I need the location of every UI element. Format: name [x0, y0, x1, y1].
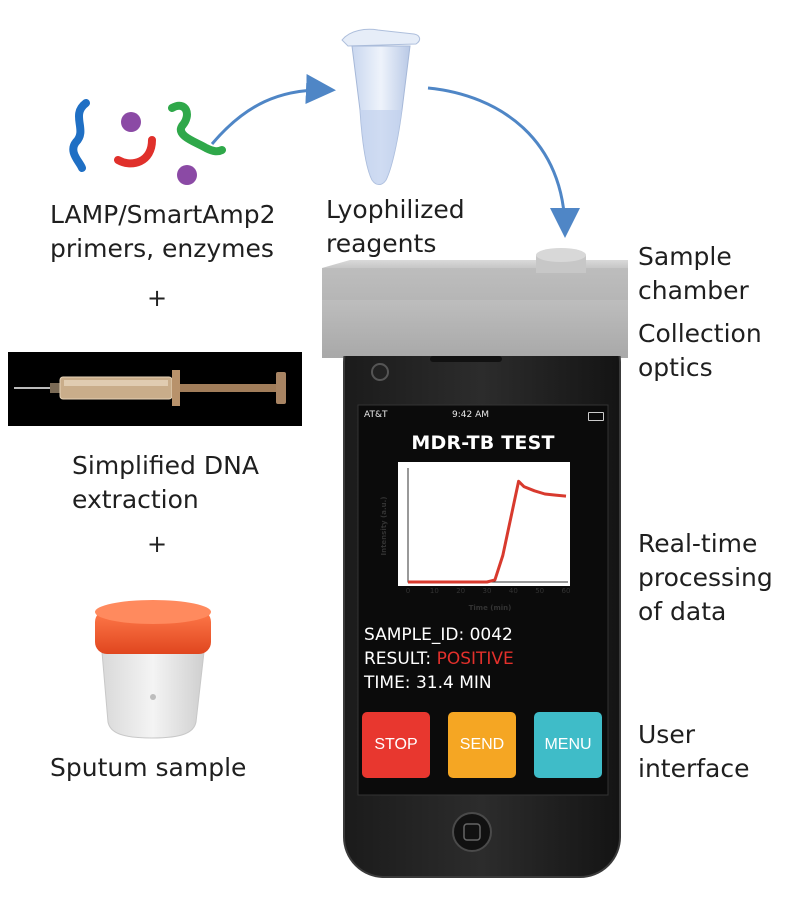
plus-sign-2: + — [147, 530, 168, 558]
extraction-label-line1: Simplified DNA — [72, 451, 259, 480]
smartphone — [322, 300, 628, 878]
chart-xtick-label: 10 — [430, 587, 439, 595]
chart-xtick-label: 0 — [406, 587, 410, 595]
sample-chamber-label-line1: Sample — [638, 242, 732, 271]
amplification-chart: 0 10 20 30 40 50 60 Time (min) Intensity (a.u.… — [380, 462, 570, 612]
sample-id-text: SAMPLE_ID: 0042 — [364, 625, 513, 645]
specimen-cup-icon — [95, 600, 211, 739]
menu-button[interactable]: MENU — [534, 712, 602, 778]
collection-optics-label: Collection optics — [638, 317, 762, 385]
chart-series-line — [408, 479, 567, 584]
result-text: RESULT: POSITIVE — [364, 648, 514, 671]
extraction-label-line2: extraction — [72, 485, 199, 514]
reagents-label-line2: reagents — [326, 229, 437, 258]
result-value: POSITIVE — [436, 649, 514, 669]
result-label: RESULT: — [364, 649, 437, 669]
arrow-primers-to-reagents — [210, 74, 336, 145]
user-interface-label-line2: interface — [638, 754, 750, 783]
chart-xtick-label: 20 — [456, 587, 465, 595]
collection-optics-label-line2: optics — [638, 353, 713, 382]
time-text: TIME: 31.4 MIN — [364, 673, 492, 693]
primers-label-line1: LAMP/SmartAmp2 — [50, 200, 276, 229]
primers-label-line2: primers, enzymes — [50, 234, 274, 263]
battery-icon — [588, 412, 604, 421]
chart-xtick-label: 40 — [509, 587, 518, 595]
arrow-reagents-to-chamber — [427, 86, 580, 238]
primer-strands-icon — [69, 99, 226, 185]
chart-ylabel: Intensity (a.u.) — [380, 496, 388, 555]
chart-xtick-label: 60 — [562, 587, 571, 595]
reagents-label-line1: Lyophilized — [326, 195, 465, 224]
chart-xtick-label: 50 — [535, 587, 544, 595]
reagent-tube-icon — [341, 28, 421, 185]
collection-optics-label-line1: Collection — [638, 319, 762, 348]
sample-chamber-label: Sample chamber — [638, 240, 749, 308]
sputum-label: Sputum sample — [50, 753, 247, 782]
chart-xlabel: Time (min) — [469, 604, 512, 612]
plus-sign-1: + — [147, 284, 168, 312]
status-time: 9:42 AM — [452, 410, 489, 420]
extraction-label: Simplified DNA extraction — [72, 449, 259, 517]
processing-label-line3: of data — [638, 597, 727, 626]
send-button[interactable]: SEND — [448, 712, 516, 778]
processing-label-line1: Real-time — [638, 529, 758, 558]
processing-label: Real-time processing of data — [638, 527, 773, 629]
processing-label-line2: processing — [638, 563, 773, 592]
stop-button[interactable]: STOP — [362, 712, 430, 778]
user-interface-label: User interface — [638, 718, 750, 786]
status-carrier: AT&T — [364, 410, 388, 420]
screen-title: MDR-TB TEST — [411, 432, 555, 454]
chart-xtick-label: 30 — [483, 587, 492, 595]
reagents-label: Lyophilized reagents — [326, 193, 465, 261]
user-interface-label-line1: User — [638, 720, 695, 749]
syringe-photo — [8, 352, 302, 426]
primers-label: LAMP/SmartAmp2 primers, enzymes — [50, 198, 276, 266]
sample-chamber-label-line2: chamber — [638, 276, 749, 305]
